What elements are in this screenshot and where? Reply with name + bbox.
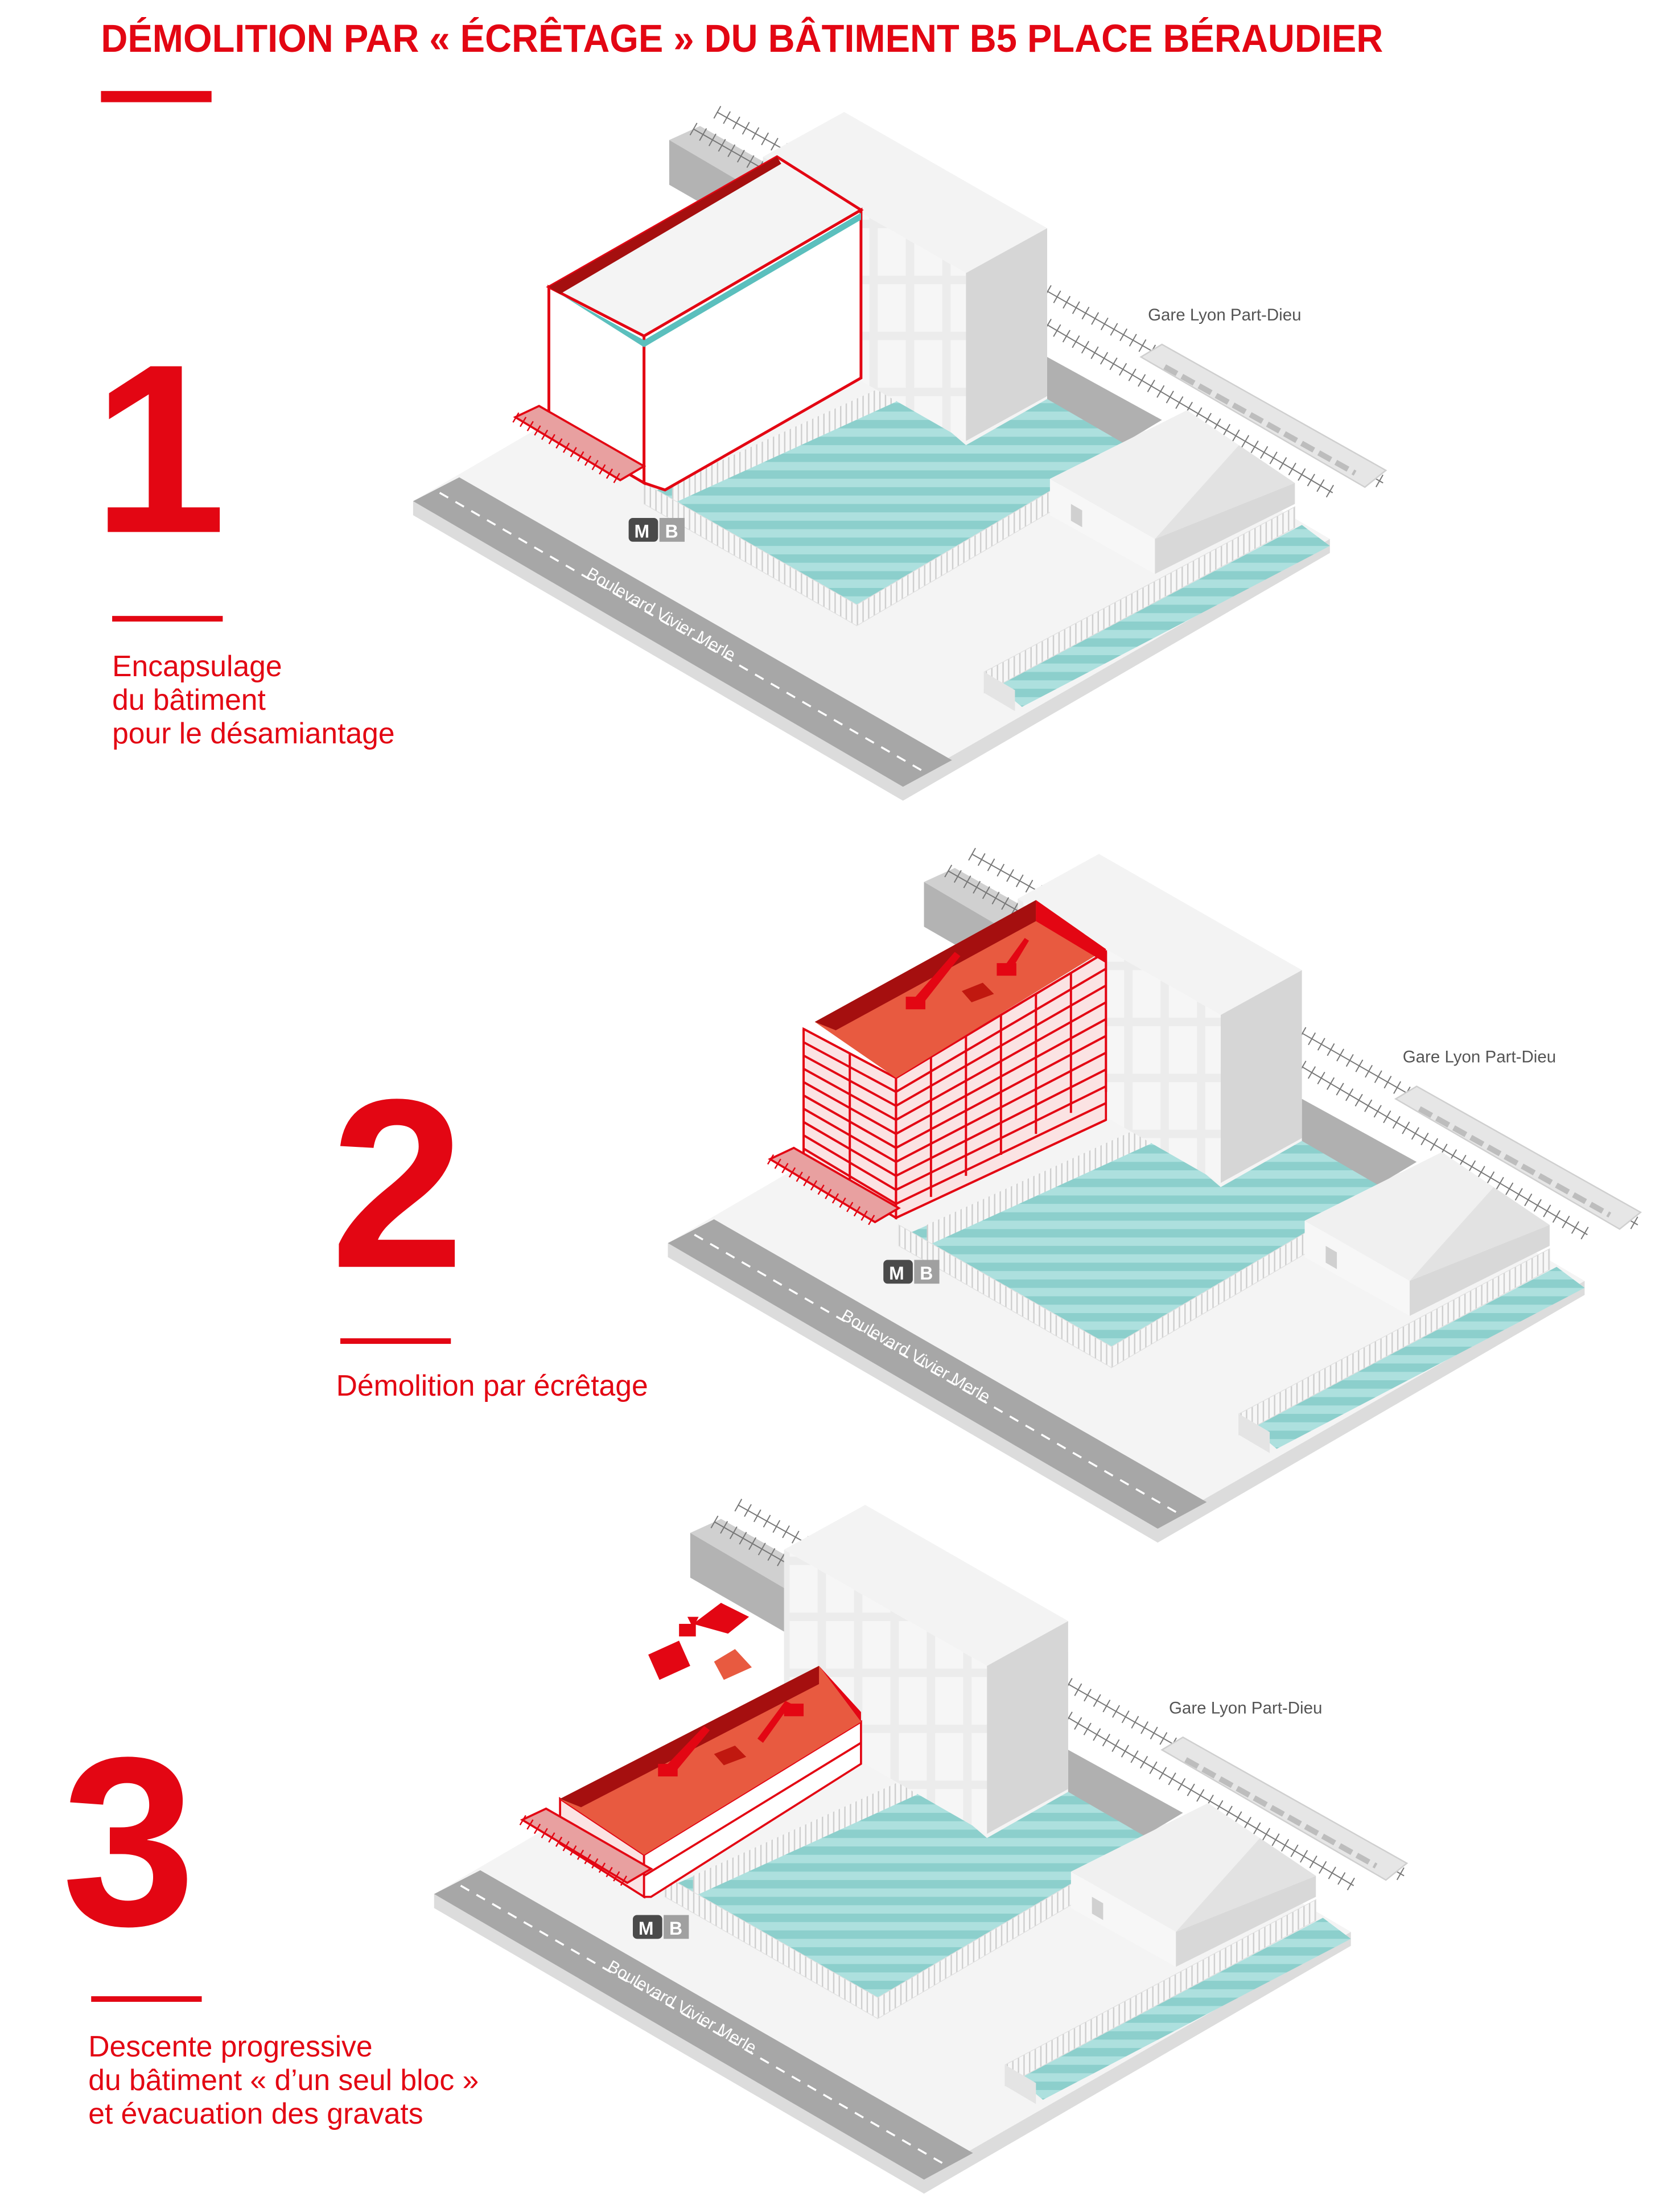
- step-caption-line: du bâtiment « d’un seul bloc »: [88, 2063, 479, 2096]
- svg-text:M: M: [639, 1918, 654, 1939]
- step-divider: [91, 1996, 202, 2002]
- demolition-building: [802, 900, 1107, 1220]
- step-1: 1 Encapsulage du bâtiment pour le désami…: [93, 112, 1386, 801]
- balcony: [512, 405, 647, 486]
- site-map-2: Gare Lyon Part-Dieu Boulevard Vivier Mer…: [668, 854, 1640, 1542]
- balcony: [767, 1146, 901, 1227]
- step-caption-line: Encapsulage: [112, 649, 282, 682]
- step-divider: [340, 1338, 451, 1344]
- svg-text:B: B: [920, 1263, 933, 1284]
- excavator-icon: [658, 1701, 804, 1777]
- step-number: 2: [331, 1049, 464, 1318]
- metro-station-badge: M B: [633, 1915, 689, 1939]
- step-2: 2 Démolition par écrêtage Gare: [331, 854, 1641, 1542]
- metro-station-badge: M B: [628, 517, 685, 542]
- excavator-icon: [905, 937, 1030, 1010]
- svg-text:M: M: [634, 521, 649, 541]
- step-caption-line: Démolition par écrêtage: [336, 1369, 648, 1402]
- station-label: Gare Lyon Part-Dieu: [1148, 306, 1301, 324]
- step-caption-line: pour le désamiantage: [112, 717, 395, 750]
- site-map-3: Gare Lyon Part-Dieu Boulevard Vivier Mer…: [434, 1505, 1407, 2194]
- step-caption-line: et évacuation des gravats: [88, 2097, 423, 2130]
- step-number: 3: [62, 1707, 196, 1976]
- step-divider: [112, 616, 223, 622]
- title-underline: [101, 91, 212, 102]
- balcony: [519, 1807, 653, 1888]
- station-label: Gare Lyon Part-Dieu: [1169, 1698, 1322, 1717]
- svg-text:B: B: [665, 521, 678, 541]
- step-number: 1: [93, 314, 227, 583]
- facade-line: [895, 1118, 1107, 1219]
- site-map-1: Gare Lyon Part-Dieu Boulevard Vivier Mer…: [413, 112, 1386, 801]
- metro-station-badge: M B: [883, 1260, 940, 1284]
- step-caption-line: du bâtiment: [112, 683, 266, 716]
- svg-text:M: M: [889, 1263, 904, 1284]
- svg-text:B: B: [669, 1918, 682, 1939]
- debris-truck-icon: [648, 1603, 752, 1680]
- step-caption-line: Descente progressive: [88, 2030, 372, 2063]
- page-title: DÉMOLITION PAR « ÉCRÊTAGE » DU BÂTIMENT …: [101, 17, 1383, 60]
- step-3: 3 Descente progressive du bâtiment « d’u…: [62, 1505, 1407, 2194]
- station-label: Gare Lyon Part-Dieu: [1403, 1048, 1556, 1067]
